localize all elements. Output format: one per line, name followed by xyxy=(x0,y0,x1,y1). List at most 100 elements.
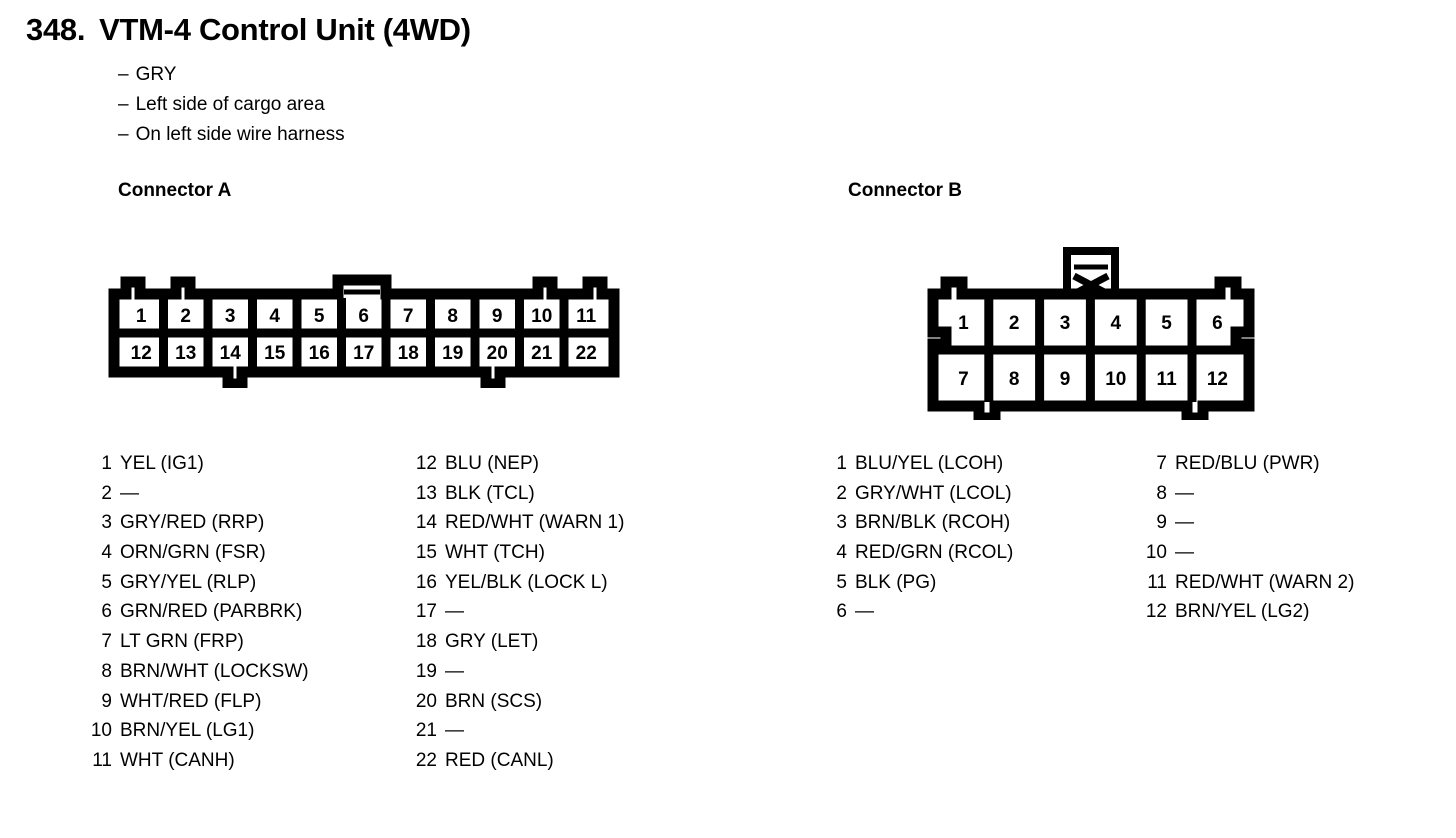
connector-b-pin-label: 1 xyxy=(958,313,969,334)
connector-a-heading: Connector A xyxy=(118,180,232,201)
pin-description: RED (CANL) xyxy=(445,749,554,771)
connector-a-shell xyxy=(108,274,620,388)
connector-b-diagram: 1 2 3 4 5 6 7 8 9 10 11 12 xyxy=(927,247,1255,420)
pin-description: YEL (IG1) xyxy=(120,453,204,474)
pin-description: WHT/RED (FLP) xyxy=(120,690,262,712)
description-item-0: –GRY xyxy=(118,60,345,90)
pin-number: 17 xyxy=(415,601,437,623)
connector-a-pin-label: 11 xyxy=(576,306,597,327)
pin-row: 5 BLK (PG) xyxy=(821,572,1013,602)
pin-row: 2— xyxy=(86,483,309,513)
pin-row: 7 LT GRN (FRP) xyxy=(86,631,309,661)
pin-description: WHT (CANH) xyxy=(120,749,235,771)
connector-a-pin-label: 7 xyxy=(403,306,414,327)
pin-row: 8— xyxy=(1141,483,1354,513)
pin-description: GRY (LET) xyxy=(445,631,539,653)
pin-row: 21 — xyxy=(411,720,624,750)
connector-b-pin-label: 5 xyxy=(1161,313,1172,334)
pin-description: BRN (SCS) xyxy=(445,690,543,712)
pin-description: BLK (TCL) xyxy=(445,482,535,504)
pin-description: GRN/RED (PARBRK) xyxy=(120,601,303,623)
connector-a-pin-label: 15 xyxy=(264,343,286,364)
pin-description: — xyxy=(445,720,464,742)
description-list: –GRY –Left side of cargo area –On left s… xyxy=(118,60,345,150)
pin-row: 9 WHT/RED (FLP) xyxy=(86,691,309,721)
connector-a-diagram: 1 2 3 4 5 6 7 8 9 10 11 12 13 14 15 16 1… xyxy=(108,274,620,388)
pin-number: 10 xyxy=(90,720,112,742)
pin-description: BRN/YEL (LG2) xyxy=(1175,601,1310,623)
connector-a-pin-label: 21 xyxy=(531,343,553,364)
connector-b-pin-label: 12 xyxy=(1207,369,1228,390)
connector-a-pin-numbers: 1 2 3 4 5 6 7 8 9 10 11 12 13 14 15 16 1… xyxy=(131,306,597,364)
pin-number: 22 xyxy=(415,749,437,771)
connector-a-pin-label: 18 xyxy=(398,343,419,364)
connector-a-pin-label: 16 xyxy=(309,343,330,364)
pin-number: 9 xyxy=(101,690,112,712)
connector-b-shell xyxy=(927,276,1255,420)
pin-number: 7 xyxy=(101,631,112,653)
pin-number: 11 xyxy=(92,749,112,771)
pin-row: 12 BLU (NEP) xyxy=(411,453,624,483)
pin-number: 1 xyxy=(836,453,847,474)
pin-row: 1 YEL (IG1) xyxy=(86,453,309,483)
connector-a-pin-label: 17 xyxy=(353,343,374,364)
connector-a-pin-label: 4 xyxy=(269,306,280,327)
pin-row: 22 RED (CANL) xyxy=(411,750,624,780)
connector-a-pin-label: 12 xyxy=(131,343,152,364)
connector-a-pin-label: 2 xyxy=(180,306,191,327)
pin-number: 16 xyxy=(415,571,437,593)
pin-description: RED/WHT (WARN 2) xyxy=(1175,571,1355,593)
pin-description: RED/GRN (RCOL) xyxy=(855,542,1014,564)
connector-a-pin-label: 3 xyxy=(225,306,236,327)
pin-number: 5 xyxy=(101,571,112,593)
connector-b-pin-label: 4 xyxy=(1111,313,1122,334)
description-item-1: –Left side of cargo area xyxy=(118,90,345,120)
pin-number: 14 xyxy=(415,512,437,534)
connector-a-pin-label: 10 xyxy=(531,306,552,327)
pin-number: 20 xyxy=(415,690,437,712)
pin-number: 21 xyxy=(415,720,437,742)
pin-row: 17— xyxy=(411,601,624,631)
connector-a-pin-label: 9 xyxy=(492,306,503,327)
dash-marker: – xyxy=(118,124,129,145)
pin-number: 12 xyxy=(415,453,437,474)
connector-b-heading: Connector B xyxy=(848,180,962,201)
connector-a-column-dividers xyxy=(159,298,569,368)
pin-number: 1 xyxy=(101,453,112,474)
pin-number: 2 xyxy=(836,482,847,504)
pin-row: 13 BLK (TCL) xyxy=(411,483,624,513)
pin-description: — xyxy=(1175,512,1194,534)
pin-description: BLK (PG) xyxy=(855,571,937,593)
pin-number: 13 xyxy=(415,482,437,504)
pin-description: RED/WHT (WARN 1) xyxy=(445,512,625,534)
description-item-2: –On left side wire harness xyxy=(118,120,345,150)
pin-description: BLU (NEP) xyxy=(445,453,539,474)
pin-number: 10 xyxy=(1145,542,1167,564)
connector-a-pin-label: 1 xyxy=(136,306,147,327)
connector-a-pin-list-column-2: 12 BLU (NEP) 13 BLK (TCL) 14 RED/WHT (WARN 1)… xyxy=(411,453,625,780)
connector-b-pin-label: 3 xyxy=(1060,313,1071,334)
description-text: On left side wire harness xyxy=(135,124,345,145)
pin-description: — xyxy=(1175,542,1194,564)
pin-description: RED/BLU (PWR) xyxy=(1175,453,1320,474)
pin-number: 5 xyxy=(836,571,847,593)
connector-a-pin-label: 14 xyxy=(220,343,242,364)
pin-number: 19 xyxy=(415,660,437,682)
connector-b-pin-label: 2 xyxy=(1009,313,1020,334)
pin-number: 15 xyxy=(415,542,437,564)
connector-b-pin-numbers: 1 2 3 4 5 6 7 8 9 10 11 12 xyxy=(958,313,1228,390)
pin-description: LT GRN (FRP) xyxy=(120,631,244,653)
pin-number: 2 xyxy=(101,482,112,504)
pin-description: GRY/RED (RRP) xyxy=(120,512,265,534)
